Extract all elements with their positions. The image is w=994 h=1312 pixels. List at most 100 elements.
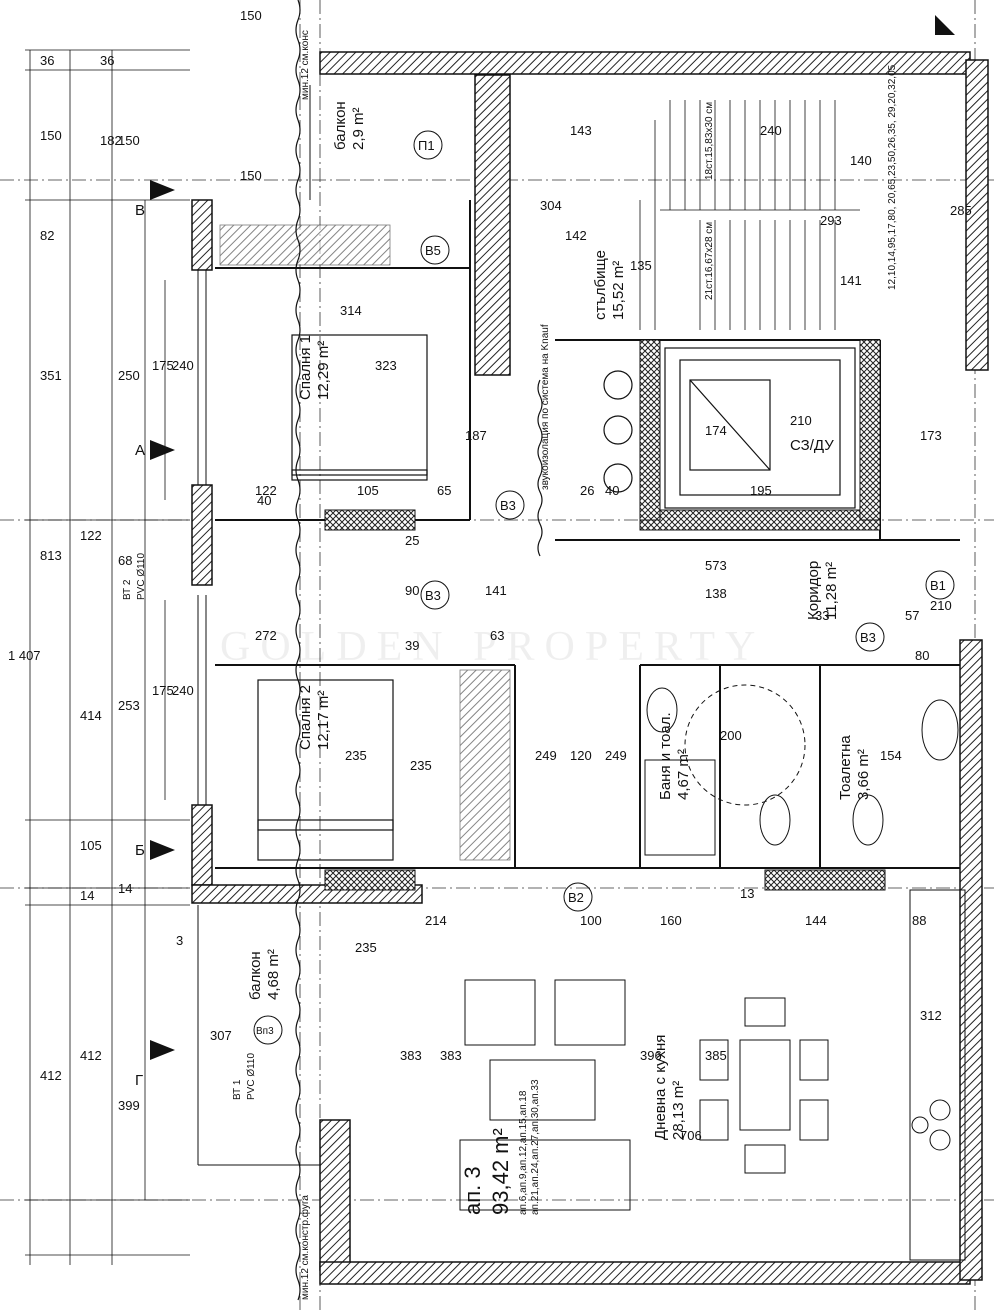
svg-text:250: 250 [118, 368, 140, 383]
room-name: балкон [332, 101, 349, 150]
svg-text:210: 210 [790, 413, 812, 428]
svg-text:412: 412 [40, 1068, 62, 1083]
door-vp3: Вп3 [256, 1026, 274, 1037]
svg-text:182: 182 [100, 133, 122, 148]
room-area: 28,13 m² [670, 1081, 687, 1140]
svg-text:1 407: 1 407 [8, 648, 41, 663]
room-name: Баня и тоал. [657, 712, 674, 800]
svg-text:39: 39 [405, 638, 419, 653]
svg-text:142: 142 [565, 228, 587, 243]
svg-text:307: 307 [210, 1028, 232, 1043]
dims-misc: 314 323 105 65 40 25 187 122 272 39 235 … [255, 123, 972, 1143]
svg-text:141: 141 [840, 273, 862, 288]
room-area: 12,17 m² [315, 691, 332, 750]
svg-text:304: 304 [540, 198, 562, 213]
wardrobes [219, 224, 511, 861]
svg-text:14: 14 [80, 888, 94, 903]
svg-text:80: 80 [915, 648, 929, 663]
svg-text:PVC Ø110: PVC Ø110 [246, 1053, 257, 1100]
svg-text:21ст.16,67х28 см: 21ст.16,67х28 см [704, 222, 715, 300]
bath-fixtures [644, 684, 959, 856]
svg-text:813: 813 [40, 548, 62, 563]
apartment-also-2: ап.21,ап.24,ап.27,ап.30,ап.33 [530, 1079, 541, 1215]
svg-text:26: 26 [580, 483, 594, 498]
door-b3-b: В3 [425, 588, 441, 603]
svg-text:13: 13 [740, 886, 754, 901]
svg-text:383: 383 [440, 1048, 462, 1063]
svg-text:706: 706 [680, 1128, 702, 1143]
svg-text:323: 323 [375, 358, 397, 373]
door-b3-c: В3 [860, 630, 876, 645]
room-name: Спалня 1 [297, 335, 314, 400]
svg-text:573: 573 [705, 558, 727, 573]
svg-text:25: 25 [405, 533, 419, 548]
svg-text:63: 63 [490, 628, 504, 643]
svg-text:105: 105 [357, 483, 379, 498]
door-b5: В5 [425, 243, 441, 258]
svg-text:122: 122 [80, 528, 102, 543]
note-bt2: ВТ 2 PVC Ø110 [122, 553, 147, 600]
svg-text:412: 412 [80, 1048, 102, 1063]
room-name: Спалня 2 [297, 685, 314, 750]
construction-joints [295, 0, 543, 1301]
svg-text:272: 272 [255, 628, 277, 643]
note-sound: звукоизолация по система на Knauf [540, 324, 551, 490]
stairs [639, 100, 860, 330]
svg-text:150: 150 [240, 8, 262, 23]
svg-text:175: 175 [152, 683, 174, 698]
room-area: 2,9 m² [350, 107, 367, 150]
svg-text:мин.12 см.конс: мин.12 см.конс [300, 30, 311, 100]
room-bedroom-2: Спалня 2 12,17 m² [297, 685, 332, 750]
svg-text:249: 249 [535, 748, 557, 763]
note-min12-top: мин.12 см.конс [300, 30, 311, 100]
door-b2: В2 [568, 890, 584, 905]
svg-text:68: 68 [118, 553, 132, 568]
svg-text:285: 285 [950, 203, 972, 218]
svg-text:150: 150 [118, 133, 140, 148]
svg-text:PVC Ø110: PVC Ø110 [136, 553, 147, 600]
room-bedroom-1: Спалня 1 12,29 m² [297, 335, 332, 400]
dimension-chains [25, 49, 190, 1265]
svg-text:90: 90 [405, 583, 419, 598]
svg-text:160: 160 [660, 913, 682, 928]
svg-text:3: 3 [176, 933, 183, 948]
svg-text:195: 195 [750, 483, 772, 498]
apartment-area: 93,42 m² [488, 1128, 513, 1215]
svg-text:312: 312 [920, 1008, 942, 1023]
svg-text:235: 235 [355, 940, 377, 955]
windows [197, 85, 320, 1166]
svg-text:138: 138 [705, 586, 727, 601]
room-toilet: Тоалетна 3,66 m² [837, 735, 872, 800]
svg-text:122: 122 [255, 483, 277, 498]
room-name: Коридор [805, 561, 822, 620]
section-b-label: В [135, 202, 145, 219]
svg-text:240: 240 [172, 683, 194, 698]
room-living: Дневна с кухня 28,13 m² [652, 1035, 687, 1140]
svg-text:100: 100 [580, 913, 602, 928]
svg-text:88: 88 [912, 913, 926, 928]
svg-text:150: 150 [40, 128, 62, 143]
note-bt1: ВТ 1 PVC Ø110 [232, 1053, 257, 1100]
svg-text:65: 65 [437, 483, 451, 498]
svg-text:12,10,14,95,17,80, 20,65,23,50: 12,10,14,95,17,80, 20,65,23,50,26,35, 29… [887, 64, 898, 290]
svg-text:399: 399 [118, 1098, 140, 1113]
svg-text:14: 14 [118, 881, 132, 896]
svg-text:звукоизолация по система на Kn: звукоизолация по система на Knauf [540, 324, 551, 490]
svg-text:383: 383 [400, 1048, 422, 1063]
svg-text:36: 36 [100, 53, 114, 68]
svg-text:253: 253 [118, 698, 140, 713]
svg-text:173: 173 [920, 428, 942, 443]
svg-text:мин.12 см.констр.фуга: мин.12 см.констр.фуга [299, 1195, 311, 1300]
beds [257, 334, 428, 861]
section-c-label: Б [135, 842, 145, 859]
svg-text:293: 293 [820, 213, 842, 228]
svg-text:40: 40 [257, 493, 271, 508]
note-stair-2: 21ст.16,67х28 см [704, 222, 715, 300]
svg-text:154: 154 [880, 748, 902, 763]
svg-text:174: 174 [705, 423, 727, 438]
svg-text:214: 214 [425, 913, 447, 928]
svg-text:18ст.15,83х30 см: 18ст.15,83х30 см [704, 102, 715, 180]
room-corridor: Коридор 11,28 m² [805, 561, 840, 620]
